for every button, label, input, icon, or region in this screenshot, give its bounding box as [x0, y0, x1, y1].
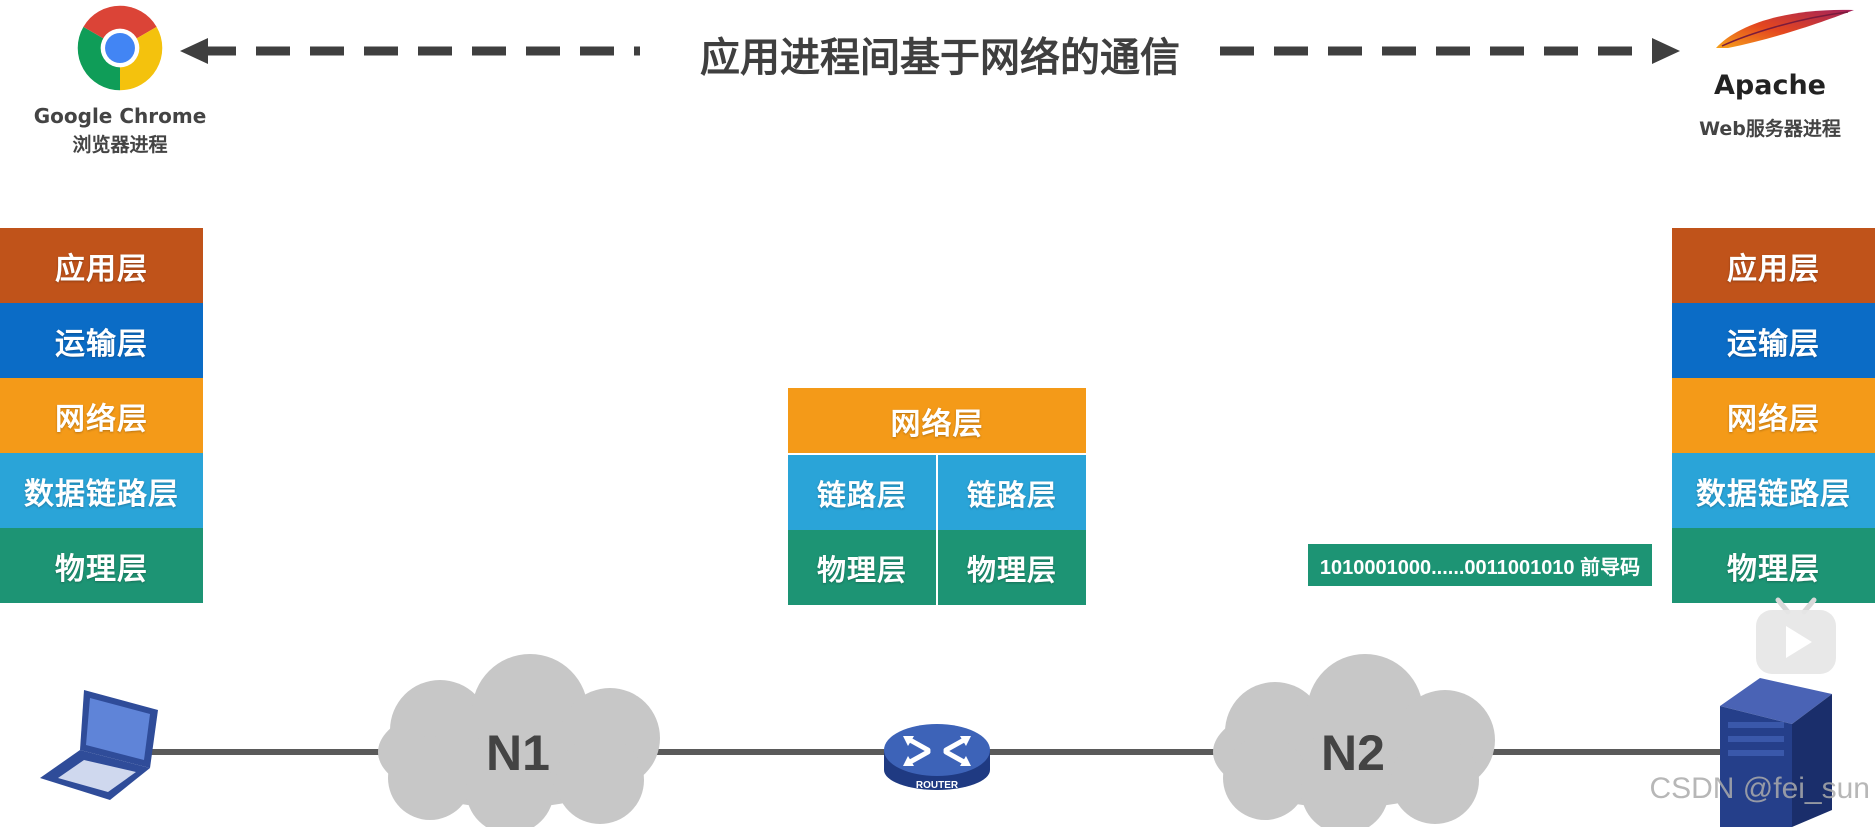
- cloud-n2-label: N2: [1321, 725, 1385, 781]
- preamble-bits: 1010001000......0011001010 前导码: [1308, 544, 1652, 586]
- client-layer-data-link: 数据链路层: [0, 453, 203, 528]
- server-layer-physical: 物理层: [1672, 528, 1875, 603]
- router-layer-link-left: 链路层: [788, 455, 936, 530]
- router-layer-link-right: 链路层: [938, 455, 1086, 530]
- router-protocol-stack: 网络层 链路层 链路层 物理层 物理层: [788, 388, 1086, 605]
- cloud-n1: [378, 654, 660, 827]
- client-layer-application: 应用层: [0, 228, 203, 303]
- server-layer-application: 应用层: [1672, 228, 1875, 303]
- cloud-n1-label: N1: [486, 725, 550, 781]
- client-protocol-stack: 应用层 运输层 网络层 数据链路层 物理层: [0, 228, 203, 603]
- server-layer-transport: 运输层: [1672, 303, 1875, 378]
- server-layer-network: 网络层: [1672, 378, 1875, 453]
- server-protocol-stack: 应用层 运输层 网络层 数据链路层 物理层: [1672, 228, 1875, 603]
- play-button-icon[interactable]: [1752, 596, 1840, 678]
- chrome-logo-icon: [77, 5, 163, 91]
- router-layer-network: 网络层: [788, 388, 1086, 453]
- server-tower-icon: [1720, 678, 1832, 827]
- client-layer-physical: 物理层: [0, 528, 203, 603]
- router-layer-physical-right: 物理层: [938, 530, 1086, 605]
- client-layer-transport: 运输层: [0, 303, 203, 378]
- client-app-name: Google Chrome: [33, 104, 207, 128]
- server-app-name: Apache: [1714, 70, 1826, 101]
- server-layer-data-link: 数据链路层: [1672, 453, 1875, 528]
- communication-arrow: [180, 38, 1680, 64]
- client-layer-network: 网络层: [0, 378, 203, 453]
- cloud-n2: [1213, 654, 1495, 827]
- client-app-role: 浏览器进程: [72, 134, 168, 156]
- csdn-watermark: CSDN @fei_sun: [1649, 772, 1870, 805]
- router-layer-physical-left: 物理层: [788, 530, 936, 605]
- router-label: ROUTER: [915, 780, 959, 791]
- router-icon: [884, 724, 990, 790]
- banner-title: 应用进程间基于网络的通信: [700, 35, 1180, 81]
- network-topology: [40, 654, 1832, 827]
- apache-feather-icon: [1716, 9, 1854, 48]
- server-app-role: Web服务器进程: [1699, 118, 1841, 140]
- laptop-icon: [40, 690, 158, 800]
